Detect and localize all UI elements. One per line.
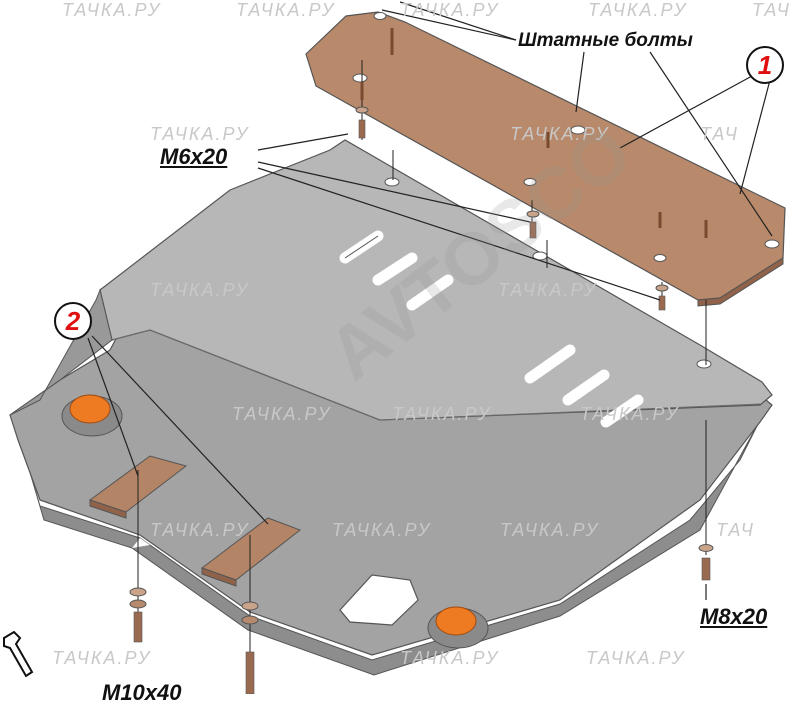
bolt-m6-2 — [526, 132, 550, 239]
watermark-site: ТАЧКА.РУ — [150, 124, 250, 144]
watermark-site-partial: ТАЧ — [752, 0, 791, 20]
leader-lines — [87, 1, 773, 600]
watermark-site: ТАЧКА.РУ — [52, 648, 152, 668]
watermark-site: ТАЧКА.РУ — [392, 404, 492, 424]
label-m6x20: M6x20 — [160, 144, 228, 169]
watermark-site: ТАЧКА.РУ — [510, 124, 610, 144]
watermark-site: ТАЧКА.РУ — [150, 520, 250, 540]
assembly-axes — [137, 60, 707, 660]
engine-skid-plate — [9, 139, 773, 676]
watermark-site-partial: ТАЧ — [716, 520, 755, 540]
watermark-site: ТАЧКА.РУ — [332, 520, 432, 540]
vent-slots-upper — [339, 230, 454, 311]
bolt-m8 — [698, 544, 714, 581]
watermark-site: ТАЧКА.РУ — [588, 0, 688, 20]
watermark-site: ТАЧКА.РУ — [580, 404, 680, 424]
bolt-m10-left — [129, 587, 147, 643]
label-standard-bolts: Штатные болты — [518, 30, 693, 51]
watermark-site: ТАЧКА.РУ — [400, 648, 500, 668]
drain-window — [339, 574, 419, 626]
bolt-m6-3 — [655, 212, 708, 311]
watermark-site: ТАЧКА.РУ — [236, 0, 336, 20]
bolt-m10-right — [241, 601, 259, 695]
watermark-site: ТАЧКА.РУ — [500, 520, 600, 540]
vent-slots-lower — [524, 344, 644, 428]
watermark-site: ТАЧКА.РУ — [400, 0, 500, 20]
drain-plug-right — [427, 606, 489, 649]
callout-part-1: 1 — [746, 46, 784, 84]
watermark-site: ТАЧКА.РУ — [586, 648, 686, 668]
watermark-site: ТАЧКА.РУ — [150, 280, 250, 300]
wrench-icon — [3, 630, 34, 678]
watermark-site: ТАЧКА.РУ — [62, 0, 162, 20]
spacer-plate-right — [200, 517, 302, 587]
callout-part-2: 2 — [54, 302, 92, 340]
watermark-site-partial: ТАЧ — [700, 124, 739, 144]
watermark-site: ТАЧКА.РУ — [232, 404, 332, 424]
label-m8x20: M8x20 — [700, 604, 768, 629]
bolt-m6-1 — [355, 82, 369, 139]
watermark-site: ТАЧКА.РУ — [498, 280, 598, 300]
label-m10x40: M10x40 — [102, 680, 182, 705]
drain-plug-left — [61, 394, 123, 437]
